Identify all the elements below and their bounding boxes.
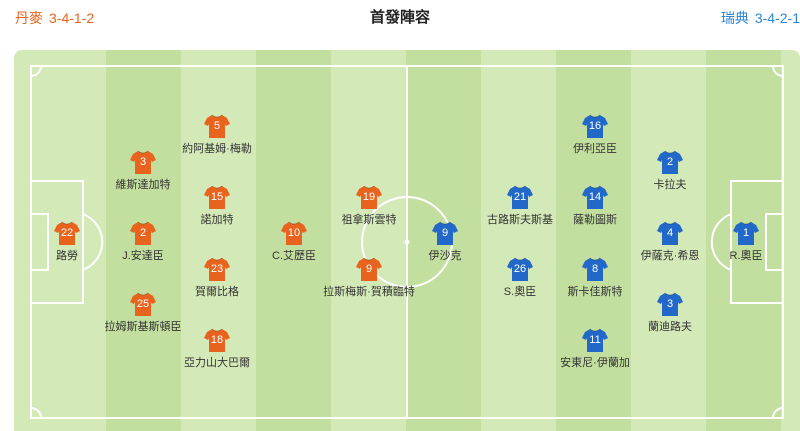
home-player[interactable]: 22 路勞 — [14, 220, 127, 263]
page-title: 首發陣容 — [369, 9, 430, 26]
player-number: 9 — [441, 227, 449, 239]
jersey-icon: 16 — [582, 113, 608, 139]
jersey-icon: 8 — [582, 256, 608, 282]
jersey-icon: 18 — [204, 327, 230, 353]
player-number: 9 — [365, 263, 373, 275]
home-player[interactable]: 15 諾加特 — [157, 184, 277, 227]
jersey-icon: 10 — [281, 220, 307, 246]
player-name: 拉姆斯基斯頓臣 — [104, 321, 182, 333]
player-name: 卡拉夫 — [653, 179, 687, 191]
player-number: 25 — [136, 298, 150, 310]
player-number: 2 — [139, 227, 147, 239]
jersey-icon: 25 — [130, 291, 156, 317]
jersey-icon: 23 — [204, 256, 230, 282]
away-team-name[interactable]: 瑞典 — [720, 10, 749, 26]
player-name: 亞力山大巴爾 — [184, 357, 250, 369]
jersey-icon: 4 — [657, 220, 683, 246]
player-name: 祖拿斯雲特 — [341, 214, 397, 226]
away-player[interactable]: 9 伊沙克 — [385, 220, 505, 263]
jersey-icon: 14 — [582, 184, 608, 210]
jersey-icon: 2 — [657, 149, 683, 175]
away-player[interactable]: 4 伊薩克·希恩 — [610, 220, 730, 263]
player-name: J.安達臣 — [122, 250, 164, 262]
away-player[interactable]: 2 卡拉夫 — [610, 149, 730, 192]
jersey-icon: 3 — [130, 149, 156, 175]
player-name: S.奧臣 — [503, 286, 537, 298]
pitch-markings — [30, 65, 784, 419]
player-name: 路勞 — [56, 250, 78, 262]
player-number: 1 — [742, 227, 750, 239]
jersey-icon: 15 — [204, 184, 230, 210]
away-team-info: 瑞典 3-4-2-1 — [721, 9, 800, 27]
home-team-info: 丹麥 3-4-1-2 — [15, 9, 94, 27]
jersey-icon: 3 — [657, 291, 683, 317]
player-name: 約阿基姆·梅勒 — [182, 143, 252, 155]
player-number: 10 — [287, 227, 301, 239]
player-number: 23 — [210, 263, 224, 275]
player-number: 5 — [213, 120, 221, 132]
away-player[interactable]: 21 古路斯夫斯基 — [460, 184, 580, 227]
player-name: 賀爾比格 — [195, 286, 239, 298]
player-number: 26 — [513, 263, 527, 275]
player-number: 3 — [139, 156, 147, 168]
player-number: 15 — [210, 191, 224, 203]
jersey-icon: 22 — [54, 220, 80, 246]
away-player[interactable]: 8 斯卡佳斯特 — [535, 256, 655, 299]
jersey-icon: 1 — [733, 220, 759, 246]
player-number: 3 — [666, 298, 674, 310]
player-number: 2 — [666, 156, 674, 168]
player-name: 拉斯梅斯·賀積臨特 — [323, 286, 415, 298]
away-player[interactable]: 14 薩勒圖斯 — [535, 184, 655, 227]
away-player[interactable]: 16 伊利亞臣 — [535, 113, 655, 156]
jersey-icon: 9 — [432, 220, 458, 246]
jersey-icon: 26 — [507, 256, 533, 282]
player-name: R.奧臣 — [729, 250, 763, 262]
player-name: 伊利亞臣 — [573, 143, 617, 155]
player-name: 斯卡佳斯特 — [567, 286, 623, 298]
away-formation: 3-4-2-1 — [754, 10, 800, 26]
player-name: 伊薩克·希恩 — [640, 250, 700, 262]
player-name: 安東尼·伊蘭加 — [560, 357, 630, 369]
home-player[interactable]: 25 拉姆斯基斯頓臣 — [83, 291, 203, 334]
player-name: C.艾歷臣 — [272, 250, 316, 262]
player-number: 19 — [362, 191, 376, 203]
player-name: 薩勒圖斯 — [573, 214, 617, 226]
player-name: 伊沙克 — [428, 250, 462, 262]
jersey-icon: 9 — [356, 256, 382, 282]
away-player[interactable]: 11 安東尼·伊蘭加 — [535, 327, 655, 370]
player-name: 古路斯夫斯基 — [487, 214, 553, 226]
player-name: 維斯達加特 — [115, 179, 171, 191]
player-number: 16 — [588, 120, 602, 132]
player-number: 22 — [60, 227, 74, 239]
home-player[interactable]: 19 祖拿斯雲特 — [309, 184, 429, 227]
home-player[interactable]: 3 維斯達加特 — [83, 149, 203, 192]
player-number: 18 — [210, 334, 224, 346]
home-player[interactable]: 9 拉斯梅斯·賀積臨特 — [309, 256, 429, 299]
home-team-name[interactable]: 丹麥 — [15, 10, 43, 26]
player-number: 14 — [588, 191, 602, 203]
home-player[interactable]: 5 約阿基姆·梅勒 — [157, 113, 277, 156]
jersey-icon: 19 — [356, 184, 382, 210]
home-player[interactable]: 18 亞力山大巴爾 — [157, 327, 277, 370]
lineup-header: 丹麥 3-4-1-2 首發陣容 瑞典 3-4-2-1 — [0, 0, 800, 36]
player-number: 11 — [589, 334, 601, 346]
player-number: 21 — [513, 191, 527, 203]
player-name: 諾加特 — [200, 214, 234, 226]
home-formation: 3-4-1-2 — [49, 10, 95, 26]
jersey-icon: 2 — [130, 220, 156, 246]
away-player[interactable]: 3 蘭迪路夫 — [610, 291, 730, 334]
jersey-icon: 21 — [507, 184, 533, 210]
jersey-icon: 5 — [204, 113, 230, 139]
player-name: 蘭迪路夫 — [648, 321, 692, 333]
jersey-icon: 11 — [582, 327, 608, 353]
player-number: 8 — [591, 263, 599, 275]
home-player[interactable]: 23 賀爾比格 — [157, 256, 277, 299]
player-number: 4 — [666, 227, 674, 239]
